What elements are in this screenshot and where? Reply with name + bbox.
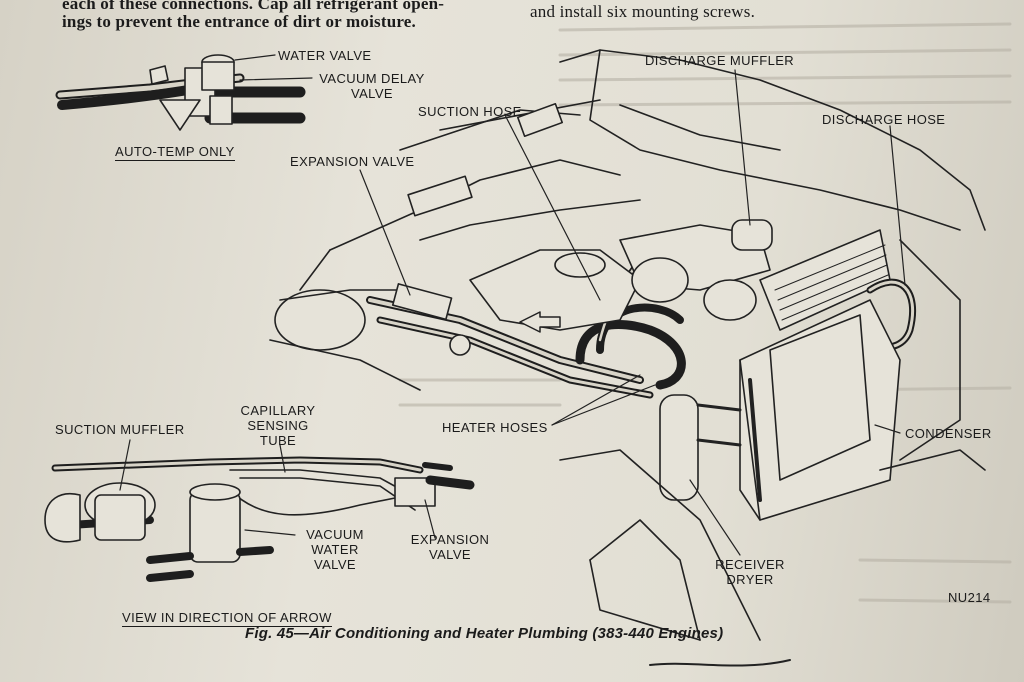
label-view-in-direction-of-arrow: VIEW IN DIRECTION OF ARROW [122, 610, 332, 627]
label-receiver-line2: DRYER [726, 572, 774, 587]
label-capillary-line3: TUBE [259, 433, 297, 448]
engine-compartment-drawing [269, 49, 986, 641]
label-capillary-sensing-tube: CAPILLARY SENSING TUBE [228, 403, 328, 448]
figure-caption: Fig. 45—Air Conditioning and Heater Plum… [245, 625, 724, 642]
label-heater-hoses: HEATER HOSES [442, 420, 548, 435]
label-vacuum-line1: VACUUM [306, 527, 364, 542]
label-expansion-valve-inset: EXPANSION VALVE [405, 532, 495, 562]
label-auto-temp-only: AUTO-TEMP ONLY [115, 144, 235, 161]
direction-inset-drawing [44, 456, 475, 582]
label-expansion-line1: EXPANSION [410, 532, 490, 547]
label-vacuum-delay-line1: VACUUM DELAY [319, 71, 425, 86]
label-suction-muffler: SUCTION MUFFLER [55, 422, 185, 437]
label-vacuum-water-valve: VACUUM WATER VALVE [290, 527, 380, 572]
label-water-valve: WATER VALVE [278, 48, 372, 63]
leader-lines [119, 54, 906, 556]
label-discharge-muffler: DISCHARGE MUFFLER [645, 53, 795, 68]
label-condenser: CONDENSER [905, 426, 992, 441]
label-capillary-line2: SENSING [247, 418, 309, 433]
label-discharge-hose: DISCHARGE HOSE [822, 112, 946, 127]
label-receiver-line1: RECEIVER [715, 557, 785, 572]
auto-temp-inset-drawing [55, 54, 306, 131]
label-figure-code: NU214 [948, 590, 991, 605]
header-text-right: and install six mounting screws. [530, 2, 756, 21]
label-vacuum-delay-valve: VACUUM DELAY VALVE [312, 71, 432, 101]
label-receiver-dryer: RECEIVER DRYER [700, 557, 800, 587]
label-vacuum-line2: WATER [311, 542, 359, 557]
header-text-left-2: ings to prevent the entrance of dirt or … [62, 12, 417, 31]
label-suction-hose: SUCTION HOSE [418, 104, 522, 119]
label-expansion-valve-main: EXPANSION VALVE [290, 154, 415, 169]
label-expansion-line2: VALVE [429, 547, 471, 562]
label-vacuum-line3: VALVE [314, 557, 356, 572]
label-capillary-line1: CAPILLARY [240, 403, 316, 418]
header-text-left-1: each of these connections. Cap all refri… [62, 0, 445, 13]
label-vacuum-delay-line2: VALVE [351, 86, 393, 101]
